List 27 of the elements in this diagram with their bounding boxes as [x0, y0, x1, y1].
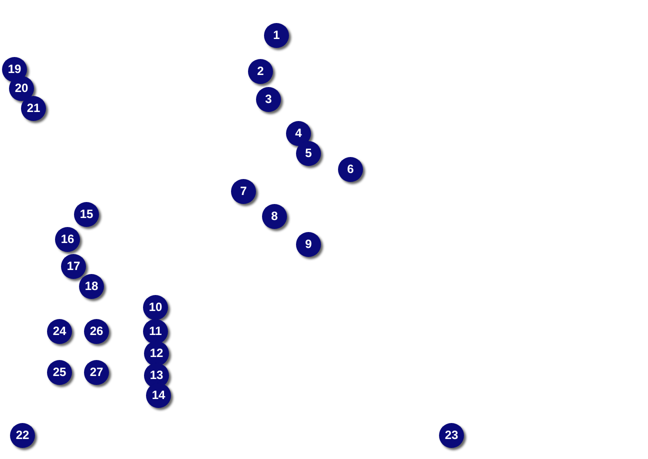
callout-number: 23 [439, 423, 464, 448]
callout-number: 18 [79, 274, 104, 299]
callout-number: 17 [61, 254, 86, 279]
callout-number: 7 [231, 179, 256, 204]
callout-number: 22 [10, 423, 35, 448]
callout-number: 13 [144, 363, 169, 388]
callout-number: 6 [338, 157, 363, 182]
callout-number: 27 [84, 360, 109, 385]
callout-number: 3 [256, 87, 281, 112]
callout-number: 2 [248, 59, 273, 84]
callout-number: 9 [296, 232, 321, 257]
callout-number: 8 [262, 204, 287, 229]
callout-number: 16 [55, 227, 80, 252]
callout-number: 5 [296, 141, 321, 166]
callout-number: 10 [143, 295, 168, 320]
callout-number: 12 [144, 341, 169, 366]
callout-number: 20 [9, 76, 34, 101]
callout-number: 1 [264, 23, 289, 48]
callout-number: 19 [2, 57, 27, 82]
callout-number: 26 [84, 319, 109, 344]
callout-number: 11 [143, 319, 168, 344]
callout-number: 25 [47, 360, 72, 385]
callout-number: 15 [74, 202, 99, 227]
callout-number: 4 [286, 121, 311, 146]
callout-number: 24 [47, 319, 72, 344]
callout-number: 21 [21, 96, 46, 121]
callout-number: 14 [146, 383, 171, 408]
